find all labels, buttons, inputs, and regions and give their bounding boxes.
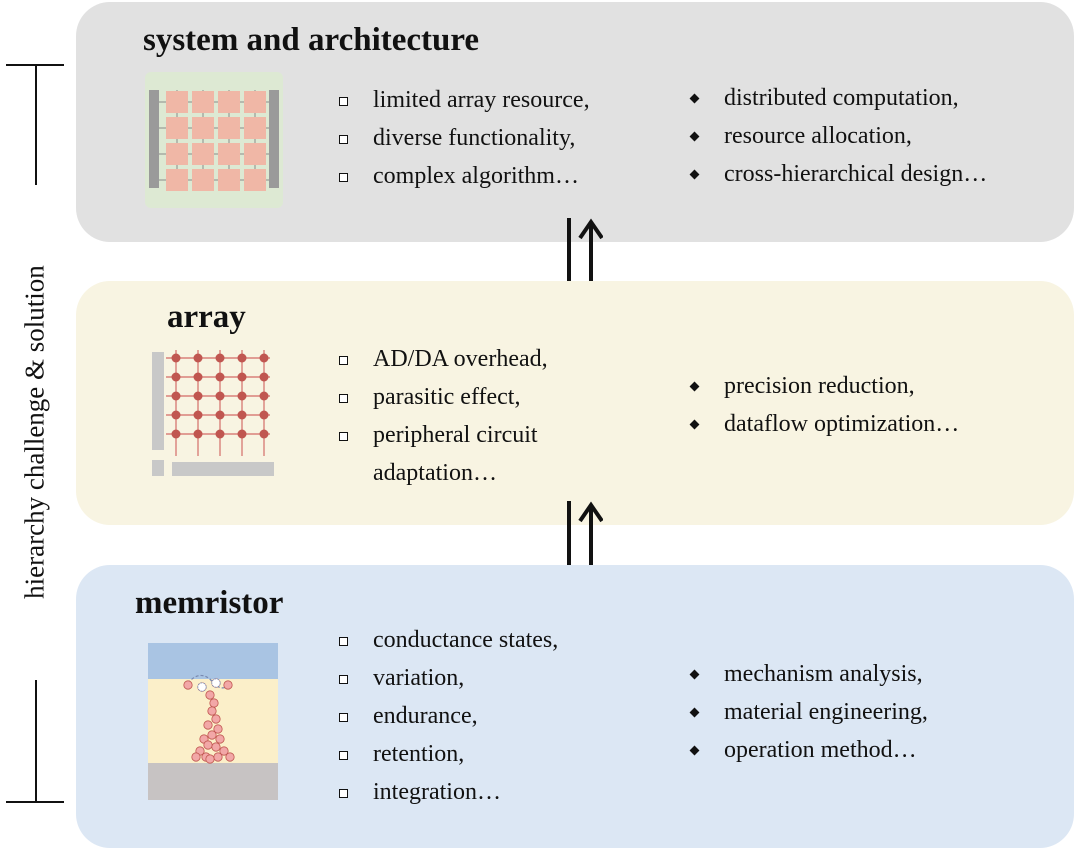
solution-item: distributed computation, [688, 79, 987, 117]
system-solutions: distributed computation, resource alloca… [688, 79, 987, 193]
system-challenges: limited array resource, diverse function… [337, 81, 590, 195]
memristor-solutions: mechanism analysis, material engineering… [688, 655, 928, 769]
challenge-item: parasitic effect, [337, 378, 548, 416]
memristor-device-icon [148, 643, 278, 800]
axis-label: hierarchy challenge & solution [19, 265, 50, 599]
solution-item: precision reduction, [688, 367, 959, 405]
array-title: array [167, 299, 246, 335]
solution-item: dataflow optimization… [688, 405, 959, 443]
system-title: system and architecture [143, 22, 480, 58]
challenge-item: diverse functionality, [337, 119, 590, 157]
axis-line-lower [35, 680, 37, 802]
memristor-challenges: conductance states, variation, endurance… [337, 621, 558, 811]
challenge-item: integration… [337, 773, 558, 811]
array-challenges: AD/DA overhead, parasitic effect, periph… [337, 340, 548, 492]
axis-tick-bottom [6, 801, 64, 803]
solution-item: material engineering, [688, 693, 928, 731]
solution-item: cross-hierarchical design… [688, 155, 987, 193]
challenge-item: endurance, [337, 697, 558, 735]
crossbar-array-icon [152, 350, 274, 476]
system-chip-icon [145, 72, 283, 208]
memristor-title: memristor [135, 585, 284, 621]
challenge-item: limited array resource, [337, 81, 590, 119]
challenge-item: AD/DA overhead, [337, 340, 548, 378]
challenge-item: conductance states, [337, 621, 558, 659]
axis-line-upper [35, 65, 37, 185]
solution-item: operation method… [688, 731, 928, 769]
challenge-item: retention, [337, 735, 558, 773]
challenge-item-continuation: adaptation… [373, 460, 497, 486]
challenge-item: complex algorithm… [337, 157, 590, 195]
solution-item: mechanism analysis, [688, 655, 928, 693]
solution-item: resource allocation, [688, 117, 987, 155]
array-solutions: precision reduction, dataflow optimizati… [688, 367, 959, 443]
challenge-item: peripheral circuit [337, 416, 548, 454]
challenge-item: variation, [337, 659, 558, 697]
